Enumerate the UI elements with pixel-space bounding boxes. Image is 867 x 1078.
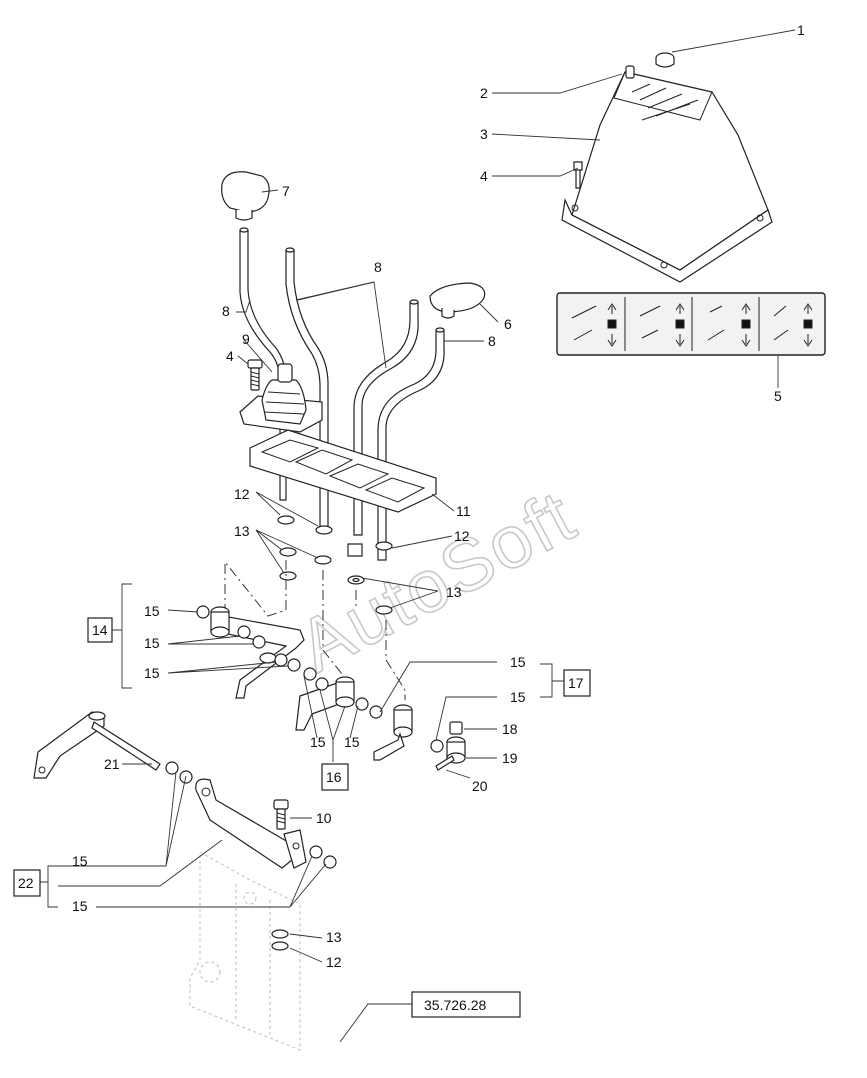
group-label-22: 22 xyxy=(18,875,34,891)
callout-18: 18 xyxy=(502,721,518,737)
callout-11: 11 xyxy=(456,503,471,519)
callout-13-right: 13 xyxy=(446,584,462,600)
ghost-housing xyxy=(189,851,301,1051)
callout-3: 3 xyxy=(480,126,488,142)
callout-8-left: 8 xyxy=(222,303,230,319)
knob-part-7 xyxy=(221,171,270,221)
callout-4-lever: 4 xyxy=(226,348,234,364)
callout-21: 21 xyxy=(104,756,120,772)
callout-5: 5 xyxy=(774,388,782,404)
callout-7: 7 xyxy=(282,183,290,199)
callout-9: 9 xyxy=(242,331,250,347)
watermark-text: AutoSoft xyxy=(285,474,589,688)
reference-box: 35.726.28 xyxy=(411,991,521,1018)
callout-6: 6 xyxy=(504,316,512,332)
washers-upper xyxy=(277,515,393,615)
screw-part-4-left xyxy=(247,359,263,391)
callout-15-f: 15 xyxy=(310,734,326,750)
group-box-17: 17 xyxy=(563,669,591,697)
callout-15-e: 15 xyxy=(510,689,526,705)
control-decal xyxy=(556,292,826,356)
group-label-16: 16 xyxy=(326,769,342,785)
callout-12-lower: 12 xyxy=(326,954,342,970)
centerlines xyxy=(224,560,406,700)
callout-15-d: 15 xyxy=(510,654,526,670)
callout-labels: 1 2 3 4 7 8 8 6 8 9 4 5 12 11 13 12 13 1… xyxy=(72,22,805,970)
callout-12-right: 12 xyxy=(454,528,470,544)
group-box-16: 16 xyxy=(321,763,349,791)
callout-15-c: 15 xyxy=(144,665,160,681)
callout-15-i: 15 xyxy=(72,898,88,914)
callout-15-b: 15 xyxy=(144,635,160,651)
gate-plate xyxy=(249,429,437,513)
knob-part-6 xyxy=(429,282,486,319)
callout-13-lower: 13 xyxy=(326,929,342,945)
callout-10: 10 xyxy=(316,810,332,826)
linkage-part-14 xyxy=(196,605,305,699)
callout-13-upper: 13 xyxy=(234,523,250,539)
group-box-22: 22 xyxy=(13,869,41,897)
reference-label: 35.726.28 xyxy=(424,997,486,1013)
leader-lines xyxy=(40,29,796,1043)
callout-2: 2 xyxy=(480,85,488,101)
callout-4-cover: 4 xyxy=(480,168,488,184)
lever-boot xyxy=(239,363,323,433)
callout-15-h: 15 xyxy=(72,853,88,869)
linkage-part-17 xyxy=(373,704,444,761)
callout-12-upper: 12 xyxy=(234,486,250,502)
group-box-14: 14 xyxy=(87,617,113,643)
linkage-part-16 xyxy=(295,667,383,731)
callout-15-a: 15 xyxy=(144,603,160,619)
callout-8-top: 8 xyxy=(374,259,382,275)
yoke-bracket-part-22 xyxy=(195,778,307,869)
screw-part-10 xyxy=(273,799,289,830)
callout-8-right: 8 xyxy=(488,333,496,349)
callout-15-g: 15 xyxy=(344,734,360,750)
shaft-part-21 xyxy=(33,711,193,784)
callout-20: 20 xyxy=(472,778,488,794)
group-label-14: 14 xyxy=(92,622,108,638)
parts-18-19-20 xyxy=(435,721,466,771)
group-label-17: 17 xyxy=(568,675,584,691)
callout-1: 1 xyxy=(797,22,805,38)
callout-19: 19 xyxy=(502,750,518,766)
cover-assembly xyxy=(561,52,773,283)
